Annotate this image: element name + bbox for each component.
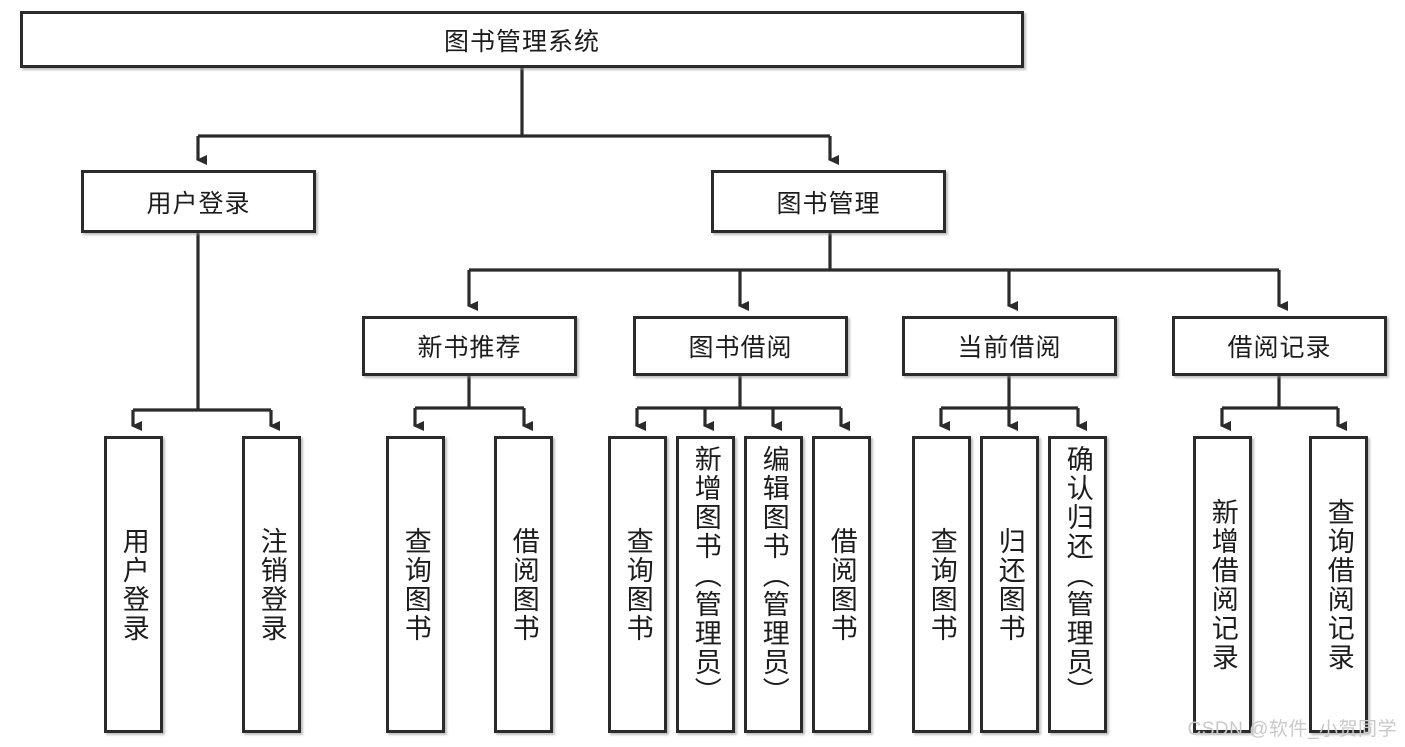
node-label: 新书推荐: [417, 334, 522, 362]
watermark: CSDN @软件_小贺同学: [1187, 719, 1397, 740]
node-label: 当前借阅: [957, 334, 1062, 362]
node-label: 新增借阅记录: [1207, 497, 1238, 672]
node-label: 查询图书: [926, 526, 957, 643]
node-label: 用户登录: [146, 189, 251, 218]
leaf-user-login[interactable]: 用户登录: [104, 436, 163, 733]
node-user-login[interactable]: 用户登录: [81, 170, 316, 233]
leaf-record-query-borrow-record[interactable]: 查询借阅记录: [1309, 436, 1368, 733]
node-label: 借阅图书: [508, 526, 539, 643]
leaf-recommend-borrow-book[interactable]: 借阅图书: [494, 436, 553, 733]
node-label: 查询图书: [622, 526, 653, 643]
node-label: 归还图书: [994, 526, 1025, 643]
leaf-recommend-query-book[interactable]: 查询图书: [386, 436, 445, 733]
node-label: 用户登录: [118, 526, 149, 643]
node-borrow-record[interactable]: 借阅记录: [1172, 316, 1387, 376]
leaf-current-return-book[interactable]: 归还图书: [980, 436, 1039, 733]
leaf-user-logout[interactable]: 注销登录: [242, 436, 301, 733]
node-label: 图书借阅: [688, 334, 793, 362]
leaf-borrow-borrow-book[interactable]: 借阅图书: [812, 436, 871, 733]
node-label: 查询借阅记录: [1323, 497, 1354, 672]
leaf-current-confirm-return-admin[interactable]: 确认归还（管理员）: [1048, 436, 1107, 733]
node-label: 查询图书: [400, 526, 431, 643]
node-new-book-recommend[interactable]: 新书推荐: [362, 316, 577, 376]
node-book-borrow[interactable]: 图书借阅: [633, 316, 848, 376]
node-label: 注销登录: [256, 526, 287, 643]
leaf-record-add-borrow-record[interactable]: 新增借阅记录: [1193, 436, 1252, 733]
node-label: 确认归还（管理员）: [1062, 445, 1093, 706]
node-label: 借阅图书: [826, 526, 857, 643]
node-label: 图书管理系统: [443, 27, 600, 56]
node-label: 新增图书（管理员）: [690, 445, 721, 706]
node-current-borrow[interactable]: 当前借阅: [902, 316, 1117, 376]
leaf-borrow-query-book[interactable]: 查询图书: [608, 436, 667, 733]
node-book-management[interactable]: 图书管理: [711, 170, 946, 233]
node-root-book-management-system[interactable]: 图书管理系统: [20, 11, 1024, 68]
leaf-borrow-add-book-admin[interactable]: 新增图书（管理员）: [676, 436, 735, 733]
node-label: 图书管理: [776, 189, 881, 218]
leaf-current-query-book[interactable]: 查询图书: [912, 436, 971, 733]
node-label: 借阅记录: [1227, 334, 1332, 362]
leaf-borrow-edit-book-admin[interactable]: 编辑图书（管理员）: [744, 436, 803, 733]
node-label: 编辑图书（管理员）: [758, 445, 789, 706]
